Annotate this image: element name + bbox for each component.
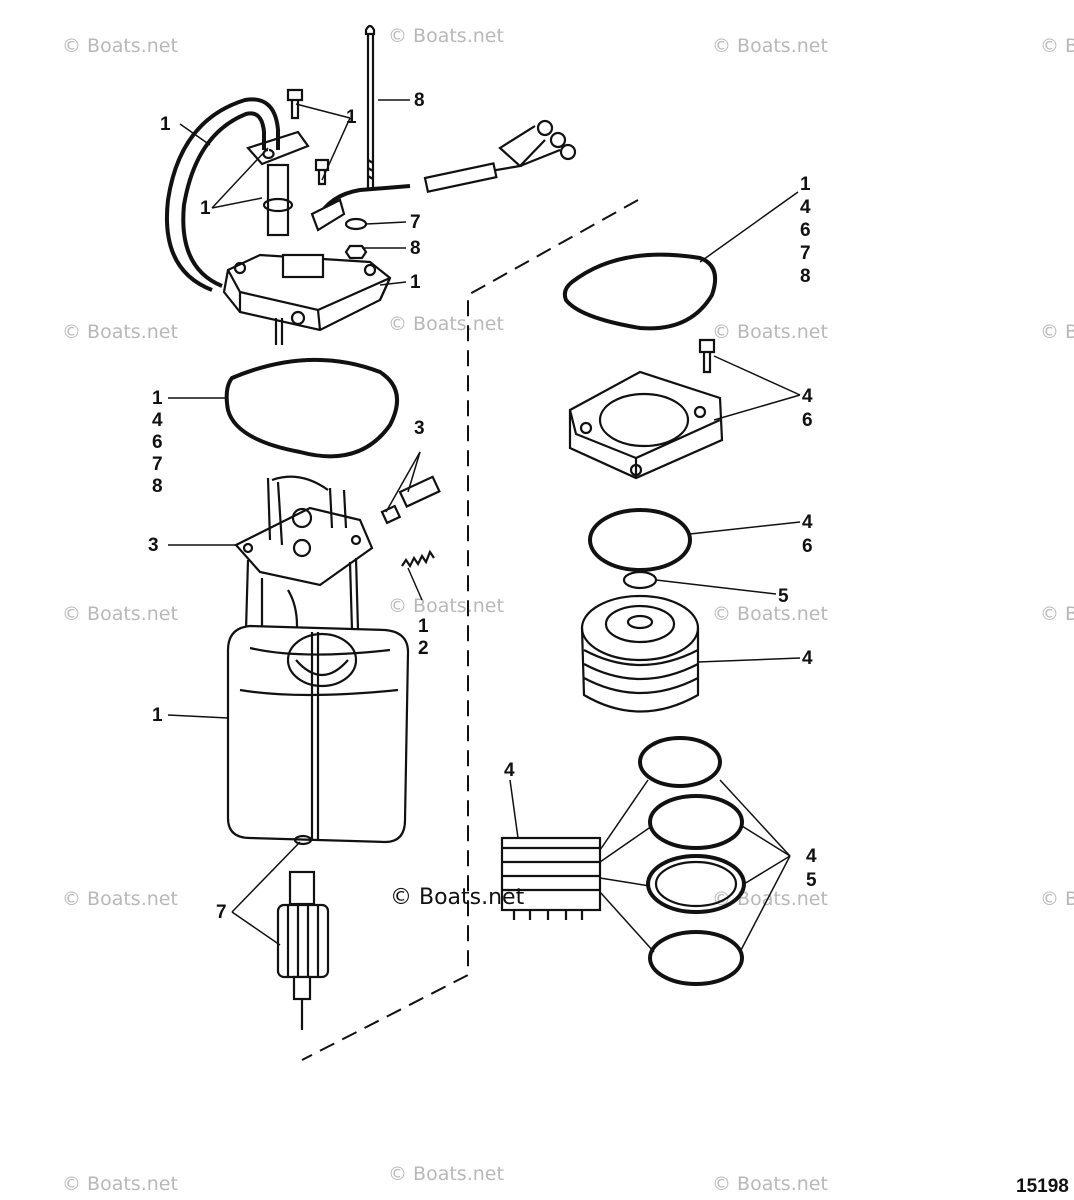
watermark: © Boats.net [1040, 321, 1074, 343]
motor-frame [226, 624, 410, 844]
callout-washer-7: 7 [410, 212, 421, 233]
o-ring-small [622, 570, 658, 590]
callout-gasket-left: 6 [152, 432, 163, 453]
callout-pump-cover: 6 [802, 410, 813, 431]
callout-cover-screws: 1 [200, 198, 211, 219]
seal-ring-inner [654, 860, 738, 908]
watermark: © Boats.net [1040, 603, 1074, 625]
diagram-id: 15198 [1016, 1176, 1069, 1197]
seal-ring [638, 736, 722, 788]
callout-frame: 1 [152, 705, 163, 726]
watermark: © Boats.net [712, 35, 828, 57]
callout-gasket-left: 7 [152, 454, 163, 475]
watermark: © Boats.net [62, 1173, 178, 1195]
armature [276, 834, 330, 1030]
callout-pump-cover: 4 [802, 386, 813, 407]
callout-seal-rings: 4 [806, 846, 817, 867]
seal-ring [648, 930, 744, 986]
brush-plate-assembly [234, 475, 374, 641]
callout-hose: 1 [160, 114, 171, 135]
hose [165, 97, 280, 292]
callout-brush-plate: 3 [148, 535, 159, 556]
callout-gasket-right: 7 [800, 243, 811, 264]
pump-body [580, 594, 700, 713]
watermark: © Boats.net [712, 321, 828, 343]
callout-o-ring-large: 4 [802, 512, 813, 533]
watermark: © Boats.net [1040, 35, 1074, 57]
watermark: © Boats.net [388, 1163, 504, 1185]
watermark: © Boats.net [388, 313, 504, 335]
hose-fitting [262, 163, 294, 237]
callout-gasket-left: 1 [152, 388, 163, 409]
callout-end-cap: 1 [410, 272, 421, 293]
brush-spring [401, 549, 435, 569]
callout-washer-8: 8 [410, 238, 421, 259]
through-bolt [364, 24, 376, 190]
valve-block [500, 836, 602, 920]
callout-gasket-right: 8 [800, 266, 811, 287]
callout-gasket-right: 1 [800, 174, 811, 195]
gasket-right [562, 252, 717, 331]
callout-gasket-right: 4 [800, 197, 811, 218]
seal-ring [646, 854, 746, 914]
end-cap-housing [222, 253, 392, 345]
watermark: © Boats.net [388, 595, 504, 617]
watermark: © Boats.net [62, 321, 178, 343]
wire-harness [310, 119, 577, 232]
gasket-left [224, 357, 399, 459]
callout-armature: 7 [216, 902, 227, 923]
watermark: © Boats.net [712, 1173, 828, 1195]
watermark: © Boats.net [712, 603, 828, 625]
callout-gasket-left: 8 [152, 476, 163, 497]
watermark: © Boats.net [62, 603, 178, 625]
watermark: © Boats.net [712, 888, 828, 910]
nut [344, 244, 368, 260]
callout-seal-rings: 5 [806, 870, 817, 891]
callout-o-ring-small: 5 [778, 586, 789, 607]
watermark: © Boats.net [388, 25, 504, 47]
callout-gasket-right: 6 [800, 220, 811, 241]
callout-gasket-left: 4 [152, 410, 163, 431]
watermark: © Boats.net [62, 35, 178, 57]
callout-through-bolt: 8 [414, 90, 425, 111]
callout-o-ring-large: 6 [802, 536, 813, 557]
watermark: © Boats.net [1040, 888, 1074, 910]
callout-cap-screws: 1 [346, 107, 357, 128]
callout-labels: 1 1 1 8 7 8 1 1 4 6 7 8 3 3 1 2 1 7 1 4 … [148, 90, 817, 923]
callout-pump-body: 4 [802, 648, 813, 669]
leader-lines [167, 99, 801, 953]
assembly-dashed-line [301, 199, 639, 1061]
seal-ring [648, 794, 744, 850]
cap-screw [286, 88, 304, 120]
pump-cover [568, 370, 724, 480]
callout-valve-block: 4 [504, 760, 515, 781]
washer [344, 217, 368, 231]
o-ring-large [588, 508, 692, 572]
callout-spring: 2 [418, 638, 429, 659]
watermark-grid: © Boats.net © Boats.net © Boats.net © Bo… [62, 25, 1074, 1195]
cap-screw [314, 158, 330, 186]
watermark: © Boats.net [62, 888, 178, 910]
callout-brush-set: 3 [414, 418, 425, 439]
pump-cover-screw [698, 338, 716, 374]
center-watermark: © Boats.net [390, 885, 525, 910]
callout-spring: 1 [418, 616, 429, 637]
